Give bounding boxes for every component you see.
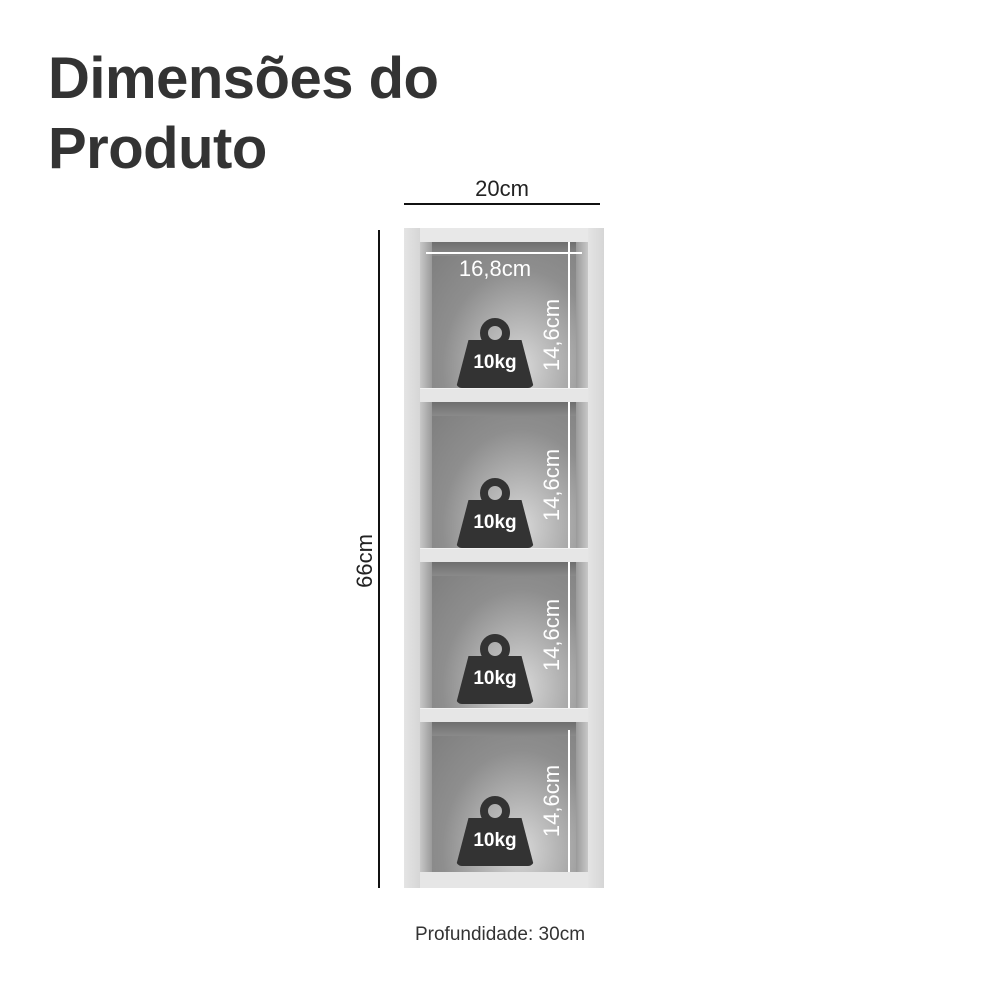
weight-label: 10kg bbox=[473, 668, 517, 689]
compartment-3: 10kg 14,6cm bbox=[420, 562, 588, 708]
cabinet-top bbox=[420, 228, 588, 242]
shelf-cabinet: 16,8cm 10kg 14,6cm 10kg 14,6cm 10kg 14,6… bbox=[404, 228, 604, 888]
compartment-wall-right bbox=[576, 242, 588, 388]
title-line-2: Produto bbox=[48, 116, 267, 181]
compartment-height-label: 14,6cm bbox=[539, 448, 564, 522]
weight-icon: 10kg bbox=[456, 634, 534, 704]
weight-icon: 10kg bbox=[456, 318, 534, 388]
compartment-ceiling bbox=[420, 562, 588, 576]
inner-width-label: 16,8cm bbox=[458, 256, 532, 281]
weight-label: 10kg bbox=[473, 352, 517, 373]
compartment-height-label: 14,6cm bbox=[539, 298, 564, 372]
width-label: 20cm bbox=[475, 176, 529, 201]
title-line-1: Dimensões do bbox=[48, 46, 439, 111]
compartment-wall-left bbox=[420, 242, 432, 388]
cabinet-right-side bbox=[588, 228, 604, 888]
compartment-ceiling bbox=[420, 402, 588, 416]
inner-width-line bbox=[426, 252, 582, 254]
compartment-wall-left bbox=[420, 402, 432, 548]
weight-icon: 10kg bbox=[456, 796, 534, 866]
width-dimension-line bbox=[404, 203, 600, 205]
compartment-4: 10kg 14,6cm bbox=[420, 722, 588, 872]
weight-label: 10kg bbox=[473, 512, 517, 533]
compartment-height-line bbox=[568, 402, 570, 548]
height-dimension-line bbox=[378, 230, 380, 888]
compartment-1: 16,8cm 10kg 14,6cm bbox=[420, 242, 588, 388]
compartment-height-line bbox=[568, 242, 570, 388]
compartment-wall-left bbox=[420, 562, 432, 708]
weight-icon: 10kg bbox=[456, 478, 534, 548]
cabinet-left-side bbox=[404, 228, 420, 888]
weight-label: 10kg bbox=[473, 830, 517, 851]
compartment-height-line bbox=[568, 562, 570, 708]
compartment-wall-right bbox=[576, 562, 588, 708]
compartment-wall-right bbox=[576, 402, 588, 548]
compartment-ceiling bbox=[420, 722, 588, 736]
compartment-wall-right bbox=[576, 722, 588, 872]
depth-label: Profundidade: 30cm bbox=[414, 924, 586, 945]
height-label: 66cm bbox=[352, 534, 377, 588]
compartment-height-line bbox=[568, 730, 570, 872]
compartment-height-label: 14,6cm bbox=[539, 598, 564, 672]
compartment-2: 10kg 14,6cm bbox=[420, 402, 588, 548]
compartment-height-label: 14,6cm bbox=[539, 764, 564, 838]
compartment-wall-left bbox=[420, 722, 432, 872]
cabinet-bottom bbox=[420, 872, 588, 888]
page-title: Dimensões do Produto bbox=[48, 44, 439, 184]
